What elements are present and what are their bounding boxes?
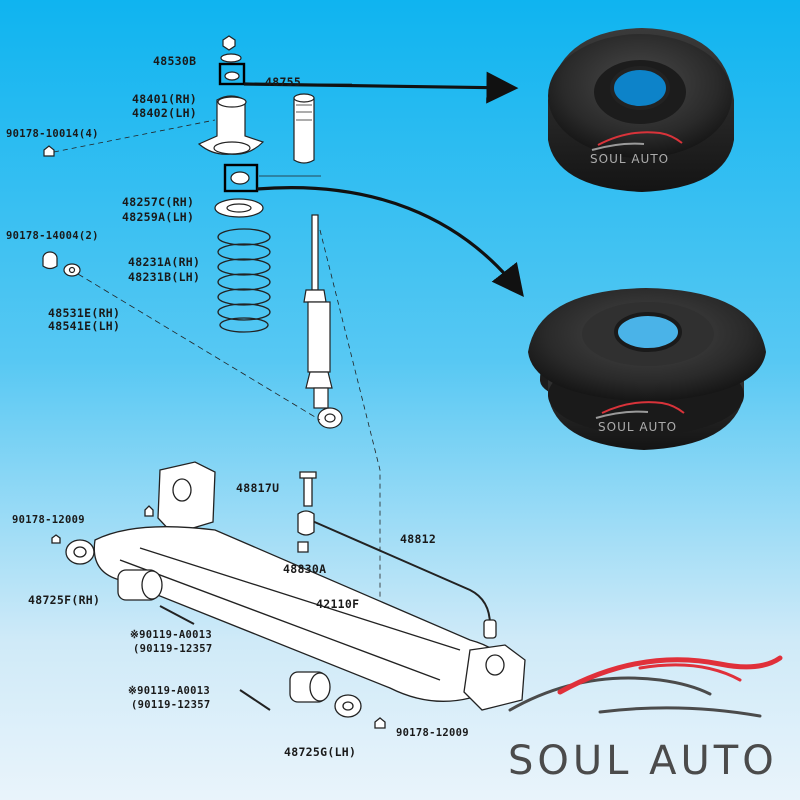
part-label-48541e: 48541E(LH): [48, 319, 121, 333]
part-label-48817u: 48817U: [236, 481, 280, 495]
part-label-90119-a0013-lower: ※90119-A0013: [128, 685, 210, 697]
arrow-to-bottom-photo: [256, 186, 524, 298]
part-label-48231b: 48231B(LH): [128, 270, 201, 284]
part-label-48755: 48755: [265, 75, 302, 89]
part-label-90119-12357-lower: (90119-12357: [131, 699, 211, 711]
part-label-48259a: 48259A(LH): [122, 210, 195, 224]
left-bushing-group: [42, 251, 321, 421]
part-label-48401: 48401(RH): [132, 92, 198, 106]
part-label-48725f: 48725F(RH): [28, 593, 101, 607]
part-label-42110f: 42110F: [316, 597, 360, 611]
part-label-48725g: 48725G(LH): [284, 745, 357, 759]
arrow-to-top-photo: [243, 71, 519, 104]
part-label-48830a: 48830A: [283, 562, 327, 576]
part-label-48531e: 48531E(RH): [48, 306, 121, 320]
photo-watermark-text-bottom: SOUL AUTO: [598, 420, 678, 434]
part-label-90119-a0013-upper: ※90119-A0013: [130, 629, 212, 641]
part-label-48257c: 48257C(RH): [122, 195, 195, 209]
rear-axle-beam: [51, 461, 526, 729]
part-label-90178-10014: 90178-10014(4): [6, 128, 99, 140]
brand-name: SOUL AUTO: [508, 738, 778, 784]
photo-upper-rubber-mount: [548, 28, 734, 192]
part-label-48231a: 48231A(RH): [128, 255, 201, 269]
part-label-48530b: 48530B: [153, 54, 197, 68]
part-label-90178-12009-left: 90178-12009: [12, 514, 85, 526]
part-label-48402: 48402(LH): [132, 106, 198, 120]
part-label-90178-14004: 90178-14004(2): [6, 230, 99, 242]
upper-mount-group: [43, 35, 352, 218]
brand-logo-swoosh: [508, 655, 783, 718]
shock-absorber: [303, 214, 381, 620]
part-label-48812: 48812: [400, 532, 437, 546]
photo-watermark-logo: [591, 131, 685, 419]
coil-spring: [217, 228, 271, 333]
part-label-90178-12009-right: 90178-12009: [396, 727, 469, 739]
part-label-90119-12357-upper: (90119-12357: [133, 643, 213, 655]
photo-watermark-text-top: SOUL AUTO: [590, 152, 670, 166]
